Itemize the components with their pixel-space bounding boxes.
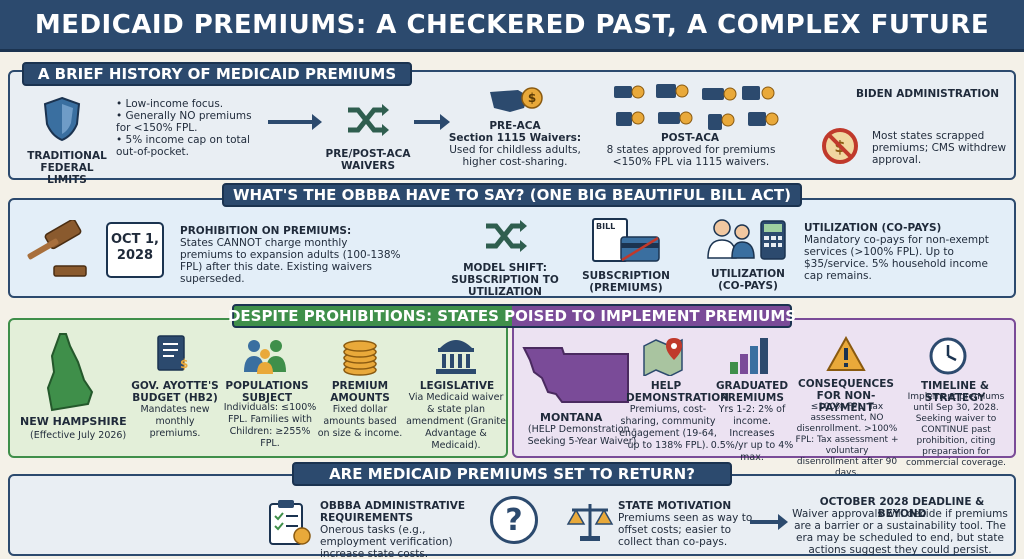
shuffle-icon: [486, 220, 527, 252]
nh-name: NEW HAMPSHIRE: [20, 415, 127, 428]
nh-item-desc: Via Medicaid waiver & state plan amendme…: [406, 392, 506, 451]
util-desc: Mandatory co-pays for non-exempt service…: [804, 234, 989, 282]
mt-item-title: TIMELINE & STRATEGY: [920, 380, 990, 404]
mt-item-desc: ≤100% FPL: Tax assessment, NO disenrollm…: [795, 402, 899, 478]
mt-item-desc: Implement premiums until Sep 30, 2028. S…: [906, 392, 1006, 468]
calendar-icon: OCT 1, 2028: [106, 222, 164, 278]
new-hampshire-map-icon: [46, 333, 94, 412]
svg-text:$: $: [528, 91, 536, 105]
prohibition-title: PROHIBITION ON PREMIUMS:: [180, 225, 352, 237]
waivers-label: PRE/POST-ACA WAIVERS: [325, 148, 411, 172]
flow-arrow: [268, 114, 322, 130]
montana-map-icon: [522, 347, 629, 403]
mt-sub: (HELP Demonstration - Seeking 5-Year Wai…: [527, 424, 637, 447]
deadline-title: OCTOBER 2028 DEADLINE & BEYOND: [819, 496, 985, 520]
shield-icon: [43, 96, 81, 142]
bullet-item: 5% income cap on total out-of-pocket.: [116, 134, 256, 158]
map-dollar-icon: $: [490, 87, 543, 112]
obbba-banner: WHAT'S THE OBBBA HAVE TO SAY? (ONE BIG B…: [222, 183, 802, 207]
nh-item-title: GOV. AYOTTE'S BUDGET (HB2): [131, 380, 219, 404]
motivation-title: STATE MOTIVATION: [618, 500, 732, 512]
nh-section: [8, 318, 508, 458]
capitol-building-icon: [436, 340, 476, 374]
svg-text:$: $: [180, 357, 188, 371]
history-banner: A BRIEF HISTORY OF MEDICAID PREMIUMS: [22, 62, 412, 86]
pre-aca-desc: Used for childless adults, higher cost-s…: [449, 144, 581, 168]
nh-item-desc: Individuals: ≤100% FPL. Families with Ch…: [223, 402, 317, 449]
nh-sub: (Effective July 2026): [30, 430, 127, 441]
checklist-icon: [269, 500, 311, 545]
biden-title: BIDEN ADMINISTRATION: [856, 88, 1000, 100]
utilization-label: UTILIZATION (CO-PAYS): [711, 268, 785, 292]
nh-item-title: LEGISLATIVE: [419, 380, 495, 392]
question-mark: ?: [505, 502, 523, 538]
states-banner: DESPITE PROHIBITIONS: STATES POISED TO I…: [228, 304, 796, 328]
admin-desc: Onerous tasks (e.g., employment verifica…: [320, 524, 453, 559]
people-group-icon: [244, 340, 286, 374]
mt-item-title: HELP DEMONSTRATION: [626, 380, 729, 404]
admin-title: OBBBA ADMINISTRATIVE REQUIREMENTS: [320, 500, 466, 524]
traditional-bullets: Low-income focus. Generally NO premiums …: [116, 98, 256, 158]
coin-stack-icon: [343, 340, 377, 376]
pre-aca-sub: Section 1115 Waivers:: [448, 132, 582, 144]
bullet-item: Low-income focus.: [116, 98, 256, 110]
shuffle-icon: [348, 104, 389, 136]
gavel-icon: [27, 220, 87, 277]
mt-item-title: CONSEQUENCES FOR NON-PAYMENT: [797, 378, 894, 414]
no-dollar-icon: $: [822, 128, 858, 164]
post-aca-title: POST-ACA: [660, 132, 720, 144]
budget-document-icon: $: [157, 335, 188, 371]
calendar-date: OCT 1, 2028: [111, 232, 159, 263]
flow-arrow: [414, 114, 450, 130]
model-shift-label: MODEL SHIFT: SUBSCRIPTION TO UTILIZATION: [451, 262, 559, 298]
map-pin-icon: [643, 338, 683, 376]
post-aca-desc: 8 states approved for premiums <150% FPL…: [606, 144, 776, 168]
future-banner: ARE MEDICAID PREMIUMS SET TO RETURN?: [292, 462, 732, 486]
payment-terminal-icon: [760, 220, 786, 260]
mt-item-title: GRADUATED PREMIUMS: [715, 380, 789, 404]
bar-chart-icon: [730, 338, 768, 374]
biden-desc: Most states scrapped premiums; CMS withd…: [872, 130, 1007, 166]
motivation-desc: Premiums seen as way to offset costs; ea…: [618, 512, 753, 548]
page-title: MEDICAID PREMIUMS: A CHECKERED PAST, A C…: [34, 9, 990, 40]
nh-item-title: POPULATIONS SUBJECT: [225, 380, 309, 404]
nh-item-title: PREMIUM AMOUNTS: [330, 380, 390, 404]
title-bar: MEDICAID PREMIUMS: A CHECKERED PAST, A C…: [0, 0, 1024, 52]
mt-item-desc: Yrs 1-2: 2% of income. Increases 0.5%/yr…: [710, 404, 794, 463]
nh-item-desc: Mandates new monthly premiums.: [140, 404, 210, 439]
bullet-item: Generally NO premiums for <150% FPL.: [116, 110, 256, 134]
scales-icon: [566, 504, 614, 541]
traditional-label: TRADITIONAL FEDERAL LIMITS: [27, 150, 107, 186]
util-title: UTILIZATION (CO-PAYS): [804, 222, 942, 234]
mt-name: MONTANA: [540, 411, 603, 424]
prohibition-desc: States CANNOT charge monthly premiums to…: [180, 237, 401, 285]
subscription-label: SUBSCRIPTION (PREMIUMS): [582, 270, 670, 294]
flow-arrow: [750, 514, 788, 530]
mt-item-desc: Premiums, cost-sharing, community engage…: [619, 404, 717, 451]
doctor-patient-icon: [707, 219, 755, 259]
states-map-icon: [614, 84, 779, 130]
warning-icon: [826, 336, 866, 371]
pre-aca-title: PRE-ACA: [489, 120, 541, 132]
question-circle-icon: ?: [490, 496, 538, 544]
credit-card-icon: [620, 236, 660, 262]
clock-icon: [929, 337, 967, 375]
deadline-desc: Waiver approvals will decide if premiums…: [792, 508, 1008, 556]
bill-label: BILL: [596, 222, 616, 231]
nh-item-desc: Fixed dollar amounts based on size & inc…: [317, 404, 403, 439]
